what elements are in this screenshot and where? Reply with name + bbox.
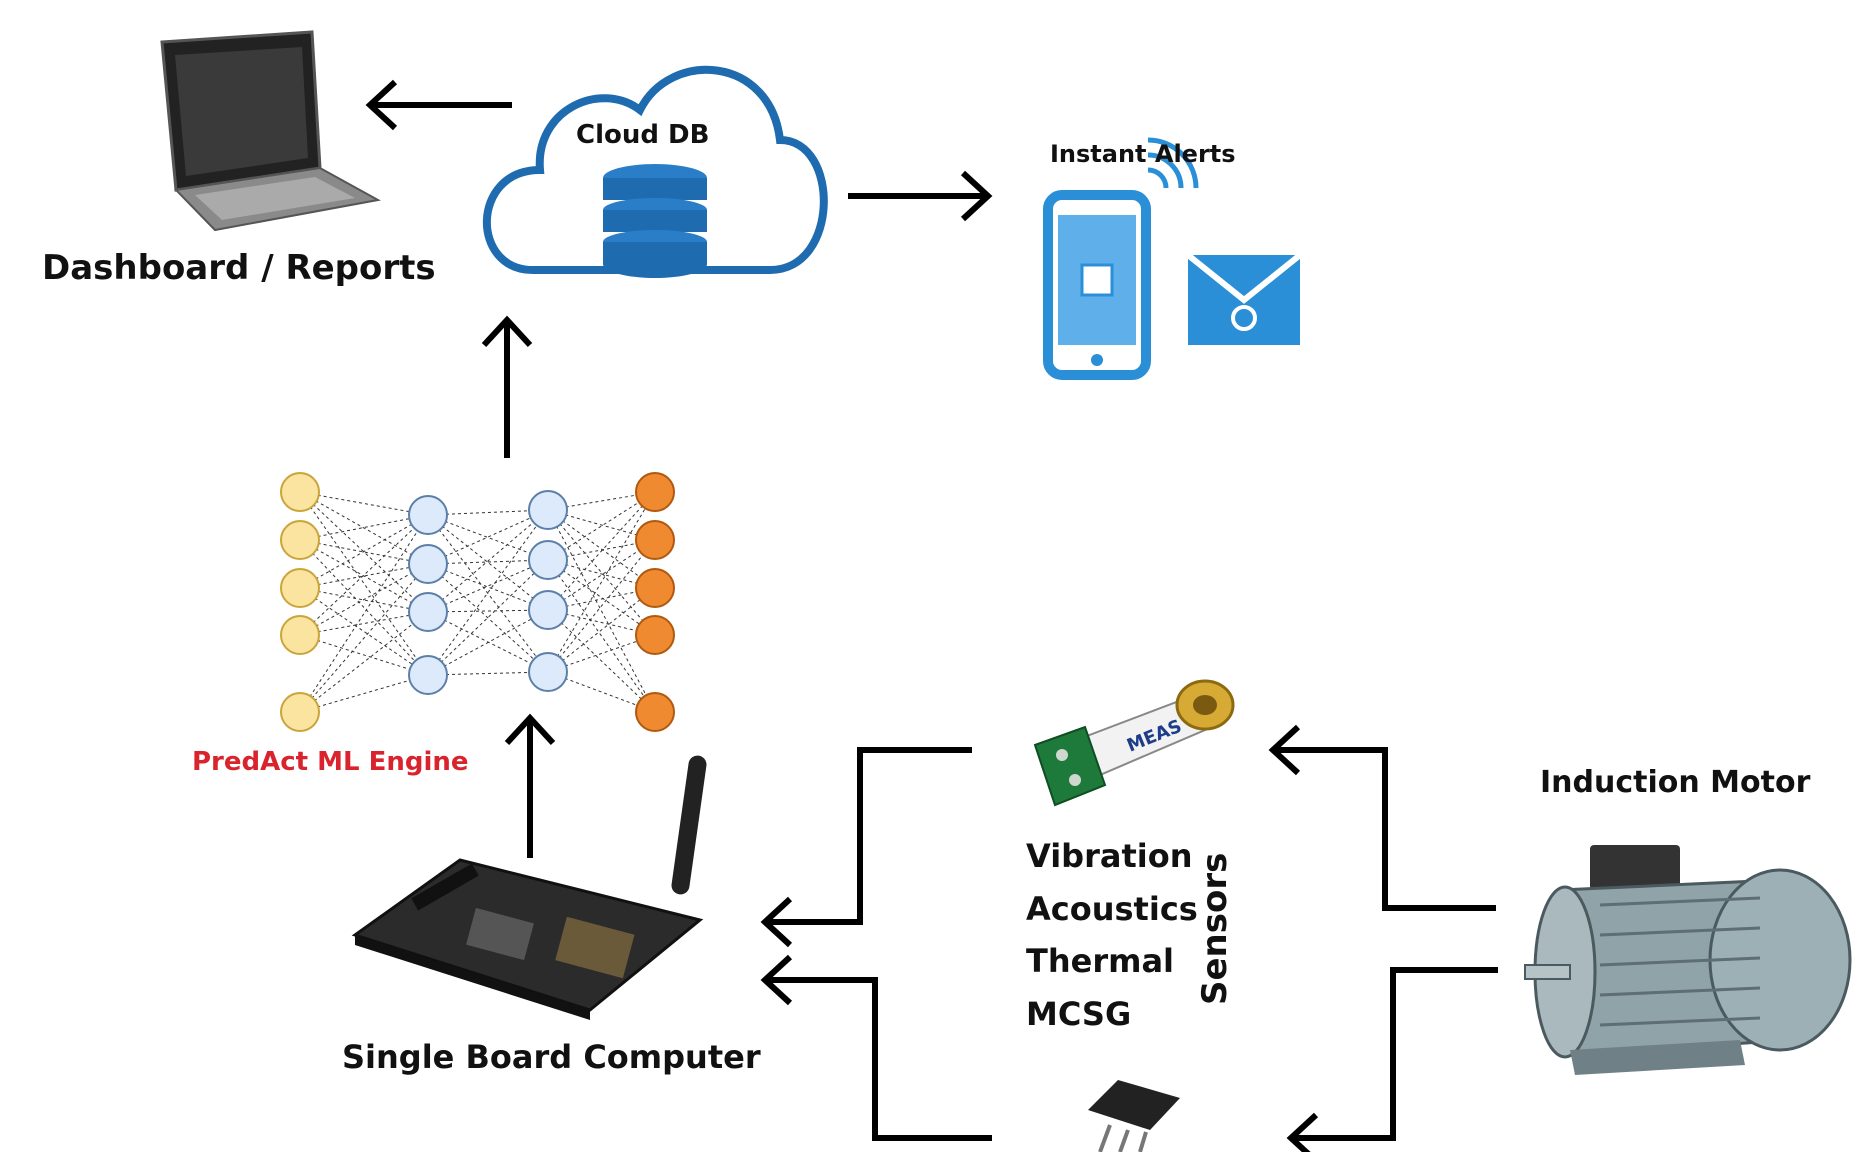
network-connection: [547, 587, 656, 673]
arrow-motor-to-thermal-sensor: [1286, 967, 1498, 1152]
induction-motor-label: Induction Motor: [1540, 765, 1811, 800]
network-connection: [299, 587, 429, 613]
input-node: [280, 615, 320, 655]
network-connection: [427, 509, 549, 676]
output-node: [635, 615, 675, 655]
network-connection: [547, 559, 656, 636]
cloud-database-icon: [482, 65, 828, 278]
hidden-node: [528, 490, 568, 530]
output-node: [635, 692, 675, 732]
network-connection: [547, 559, 656, 713]
arrow-motor-to-vibration-sensor: [1268, 724, 1496, 911]
input-node: [280, 472, 320, 512]
hidden-node: [408, 495, 448, 535]
neural-network-icon: [280, 472, 675, 732]
network-connection: [427, 563, 549, 673]
network-connection: [427, 559, 549, 676]
network-connection: [299, 491, 429, 516]
network-connection: [427, 609, 549, 613]
network-connection: [547, 491, 656, 673]
hidden-node: [528, 540, 568, 580]
output-node: [635, 568, 675, 608]
temperature-sensor-icon: [1088, 1080, 1180, 1152]
network-connection: [427, 509, 549, 516]
network-connection: [547, 509, 656, 713]
network-connection: [299, 611, 429, 713]
arrow-cloud-to-alerts: [848, 170, 993, 222]
network-connection: [299, 491, 429, 613]
network-connection: [299, 514, 429, 589]
input-node: [280, 692, 320, 732]
dashboard-label: Dashboard / Reports: [42, 248, 436, 288]
sensors-label: Sensors: [1195, 852, 1235, 1005]
network-connection: [299, 539, 429, 676]
arrow-engine-to-cloud: [481, 315, 533, 458]
hidden-node: [528, 652, 568, 692]
network-connection: [427, 514, 549, 611]
output-node: [635, 472, 675, 512]
network-connection: [299, 563, 429, 589]
sensor-type-mcsg: MCSG: [1026, 995, 1132, 1033]
network-connection: [299, 539, 429, 565]
induction-motor-icon: [1524, 845, 1852, 1075]
network-connection: [427, 514, 549, 673]
ml-engine-label: PredAct ML Engine: [192, 747, 469, 777]
laptop-icon: [160, 30, 381, 232]
network-connection: [547, 491, 656, 611]
instant-alerts-label: Instant Alerts: [1050, 140, 1236, 168]
network-connection: [299, 514, 429, 636]
network-connection: [299, 634, 429, 676]
input-node: [280, 568, 320, 608]
network-connection: [299, 491, 429, 676]
cloud-db-label: Cloud DB: [576, 120, 710, 150]
network-connection: [427, 609, 549, 676]
hidden-node: [528, 590, 568, 630]
network-connection: [427, 509, 549, 565]
network-connection: [299, 611, 429, 636]
arrow-thermal-sensor-to-computer: [760, 954, 992, 1141]
network-connection: [299, 563, 429, 713]
network-connection: [299, 674, 429, 713]
output-node: [635, 520, 675, 560]
arrow-computer-to-engine: [504, 713, 556, 858]
vibration-sensor-icon: MEAS: [1033, 679, 1235, 807]
arrow-cloud-to-dashboard: [365, 79, 512, 131]
hidden-node: [408, 655, 448, 695]
network-connection: [299, 563, 429, 636]
input-node: [280, 520, 320, 560]
single-board-computer-label: Single Board Computer: [342, 1038, 761, 1076]
network-connection: [427, 559, 549, 613]
sensor-type-acoustics: Acoustics: [1026, 890, 1198, 928]
network-connection: [299, 514, 429, 541]
hidden-node: [408, 544, 448, 584]
arrow-vibration-sensor-to-computer: [760, 747, 972, 948]
network-connection: [427, 671, 549, 676]
sensor-type-thermal: Thermal: [1026, 942, 1174, 980]
network-connection: [547, 609, 656, 713]
network-connection: [427, 559, 549, 565]
single-board-computer-icon: [351, 755, 707, 1020]
sensor-type-vibration: Vibration: [1026, 837, 1193, 875]
hidden-node: [408, 592, 448, 632]
network-connection: [547, 509, 656, 589]
smartphone-alert-icon: [1043, 137, 1199, 380]
network-connection: [299, 539, 429, 613]
network-connection: [547, 539, 656, 673]
email-icon: [1186, 252, 1302, 345]
network-connection: [427, 509, 549, 613]
network-connection: [299, 587, 429, 676]
network-connection: [299, 491, 429, 565]
